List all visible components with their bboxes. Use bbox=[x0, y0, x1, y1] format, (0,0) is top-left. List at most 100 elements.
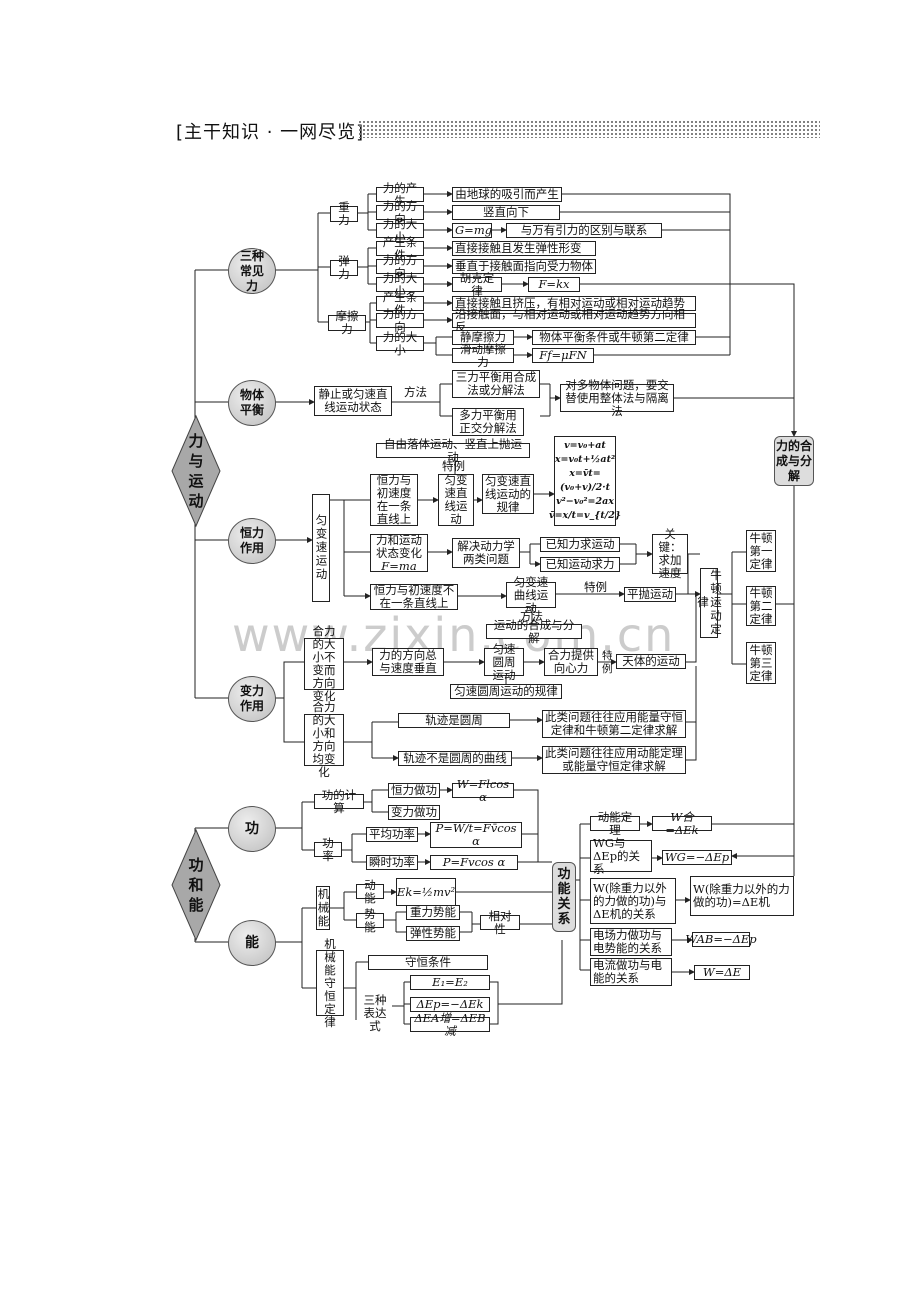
eq-5: v̄=x/t=v_{t/2} bbox=[549, 510, 621, 521]
path-is-circle: 轨迹是圆周 bbox=[398, 713, 510, 728]
gravity-magnitude: 力的大小 bbox=[376, 217, 424, 243]
gravity-relation: 与万有引力的区别与联系 bbox=[506, 223, 662, 238]
path-not-circle: 轨迹不是圆周的曲线 bbox=[398, 751, 512, 766]
eq-3: x=v̄t=(v₀+v)/2·t bbox=[560, 468, 610, 493]
gravity-origin-value: 由地球的吸引而产生 bbox=[452, 187, 562, 202]
circular-motion-law: 匀速圆周运动的规律 bbox=[450, 684, 562, 699]
static-friction-value: 物体平衡条件或牛顿第二定律 bbox=[532, 330, 696, 345]
elastic-condition: 产生条件 bbox=[376, 235, 424, 261]
cond-same-line: 恒力与初速度在一条直线上 bbox=[370, 474, 418, 526]
key-acceleration: 关键：求加速度 bbox=[652, 528, 688, 580]
gravity-direction-value: 竖直向下 bbox=[452, 205, 560, 220]
three-expressions: 三种表达式 bbox=[363, 993, 387, 1033]
instant-power-formula: P=Fvcos α bbox=[430, 855, 518, 870]
method-label-2: 方法 bbox=[520, 609, 543, 623]
function-relations-box: 功能关系 bbox=[552, 862, 576, 932]
wg-formula: WG=−ΔEp bbox=[662, 850, 732, 865]
elastic-direction-value: 垂直于接触面指向受力物体 bbox=[452, 259, 596, 274]
sliding-friction-formula: Ff=μFN bbox=[532, 348, 594, 363]
newton-second: 牛顿第二定律 bbox=[746, 586, 776, 626]
eq-4: v²−v₀²=2ax bbox=[556, 496, 614, 507]
dynamics-two-problems: 解决动力学两类问题 bbox=[452, 538, 520, 568]
elastic-box: 弹力 bbox=[330, 255, 358, 281]
elastic-formula: F=kx bbox=[528, 277, 580, 292]
circle-constant-force: 恒力作用 bbox=[228, 518, 276, 564]
elastic-direction: 力的方向 bbox=[376, 253, 424, 279]
circle-energy: 能 bbox=[228, 920, 276, 966]
special-case-label-3: 特例 bbox=[602, 650, 613, 675]
state-text: 力和运动状态变化 bbox=[376, 532, 422, 560]
projectile-motion: 平抛运动 bbox=[624, 587, 676, 602]
gravity-direction: 力的方向 bbox=[376, 199, 424, 225]
expr-2: ΔEp=−ΔEk bbox=[410, 997, 490, 1012]
work-energy-diamond bbox=[171, 828, 221, 942]
friction-magnitude: 力的大小 bbox=[376, 330, 424, 356]
balance-method-label: 方法 bbox=[404, 385, 427, 399]
special-case-label-2: 特例 bbox=[584, 580, 607, 594]
eq-1: v=v₀+at bbox=[564, 440, 606, 451]
uniform-circular: 匀速圆周运动 bbox=[484, 642, 524, 681]
current-work-relation: 电流做功与电能的关系 bbox=[590, 958, 672, 986]
special-case-label-1: 特例 bbox=[442, 459, 465, 473]
cond-not-same-line: 恒力与初速度不在一条直线上 bbox=[370, 584, 458, 610]
composition-of-motion: 运动的合成与分解 bbox=[486, 618, 582, 644]
force-perp-velocity: 力的方向总与速度垂直 bbox=[372, 648, 444, 676]
average-power: 平均功率 bbox=[366, 827, 418, 842]
constant-work: 恒力做功 bbox=[388, 783, 440, 798]
current-work-formula: W=ΔE bbox=[694, 965, 750, 980]
gravity-box: 重力 bbox=[330, 201, 358, 227]
newton-first: 牛顿第一定律 bbox=[746, 530, 776, 572]
uniform-motion-box: 匀变速运动 bbox=[312, 494, 330, 602]
free-fall-examples: 自由落体运动、竖直上抛运动 bbox=[376, 437, 530, 463]
page-title: [主干知识 · 一网尽览] bbox=[176, 122, 365, 143]
expr-3: ΔEA增=ΔEB减 bbox=[410, 1011, 490, 1037]
elastic-pe: 弹性势能 bbox=[406, 926, 460, 941]
balance-multi-object: 对多物体问题，要交替使用整体法与隔离法 bbox=[560, 378, 674, 417]
work-calculation: 功的计算 bbox=[314, 788, 364, 814]
fma-text: F=ma bbox=[381, 558, 417, 573]
const-magnitude-varying-dir: 合力的大小不变而方向变化 bbox=[304, 625, 344, 703]
gravity-origin: 力的产生 bbox=[376, 181, 424, 207]
force-motion-label: 力与运动 bbox=[188, 432, 204, 510]
sliding-friction: 滑动摩擦力 bbox=[452, 342, 514, 368]
known-motion-find-force: 已知运动求力 bbox=[540, 557, 620, 572]
circle-three-forces: 三种常见力 bbox=[228, 248, 276, 294]
circle-variable-force: 变力作用 bbox=[228, 676, 276, 722]
work-energy-label: 功和能 bbox=[188, 856, 204, 914]
varying-magnitude-dir: 合力的大小和方向均变化 bbox=[304, 701, 344, 779]
gravity-formula: G=mg bbox=[452, 223, 492, 238]
electric-field-formula: WAB=−ΔEp bbox=[685, 932, 757, 947]
curve-solution: 此类问题往往应用动能定理或能量守恒定律求解 bbox=[542, 746, 686, 774]
kinetic-energy: 动能 bbox=[356, 878, 384, 904]
kinetic-theorem: 动能定理 bbox=[590, 810, 640, 836]
circle-solution: 此类问题往往应用能量守恒定律和牛顿第二定律求解 bbox=[542, 710, 686, 738]
elastic-magnitude: 力的大小 bbox=[376, 271, 424, 297]
uniform-curve: 匀变速曲线运动 bbox=[506, 575, 556, 614]
static-friction: 静摩擦力 bbox=[452, 330, 514, 345]
newton-laws-box: 牛顿运动定律 bbox=[696, 568, 723, 638]
variable-work: 变力做功 bbox=[388, 805, 440, 820]
balance-multi-force: 多力平衡用正交分解法 bbox=[452, 408, 524, 436]
known-force-find-motion: 已知力求运动 bbox=[540, 537, 620, 552]
composition-box: 力的合成与分解 bbox=[774, 436, 814, 486]
mechanical-energy: 机械能 bbox=[316, 886, 331, 930]
kinetic-theorem-formula: W合=ΔEk bbox=[652, 810, 712, 836]
friction-box: 摩擦力 bbox=[328, 310, 366, 336]
friction-condition: 产生条件 bbox=[376, 290, 424, 316]
relativity: 相对性 bbox=[480, 909, 520, 935]
elastic-hooke: 胡克定律 bbox=[452, 271, 502, 297]
balance-three-force: 三力平衡用合成法或分解法 bbox=[452, 370, 540, 398]
instant-power: 瞬时功率 bbox=[366, 855, 418, 870]
kinetic-formula: Ek=½mv² bbox=[396, 878, 456, 906]
conservation-law: 机械能守恒定律 bbox=[316, 937, 344, 1028]
constant-work-formula: W=Flcos α bbox=[452, 777, 514, 803]
wg-relation: WG与ΔEp的关系 bbox=[590, 836, 652, 875]
uniform-linear-law: 匀变速直线运动的规律 bbox=[482, 474, 534, 514]
expr-1: E₁=E₂ bbox=[410, 975, 490, 990]
friction-condition-value: 直接接触且挤压，有相对运动或相对运动趋势 bbox=[452, 296, 696, 311]
gravitational-pe: 重力势能 bbox=[406, 905, 460, 920]
conservation-condition: 守恒条件 bbox=[368, 955, 488, 970]
uniform-linear: 匀变速直线运动 bbox=[438, 474, 474, 526]
